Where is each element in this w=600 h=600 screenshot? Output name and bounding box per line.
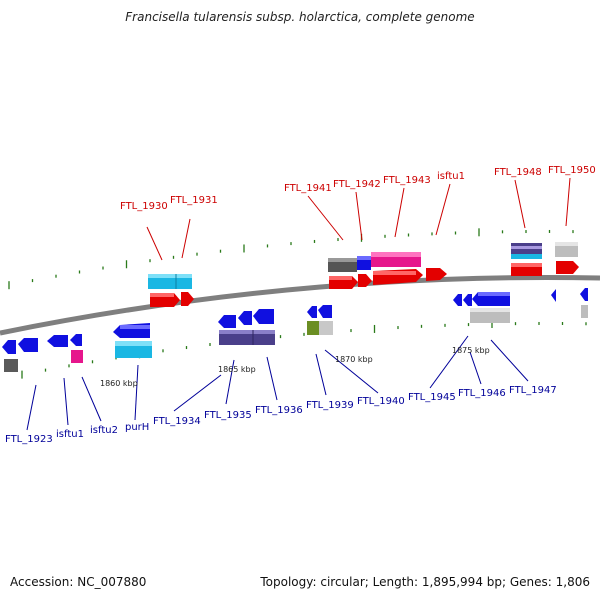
gene-label[interactable]: FTL_1930 xyxy=(120,201,168,212)
gene-arrow-ftl-1946[interactable] xyxy=(472,292,510,306)
gene-arrow-ftl-1943[interactable] xyxy=(373,269,423,285)
gene-arrow-isftu1-top[interactable] xyxy=(426,268,447,281)
gene-arrow-ftl-1923[interactable] xyxy=(2,338,38,354)
accession-text: Accession: NC_007880 xyxy=(10,575,147,589)
gene-label[interactable]: FTL_1940 xyxy=(357,396,405,407)
gene-arrow-ftl-1950[interactable] xyxy=(556,261,579,274)
gene-arrow-ftl-1930[interactable] xyxy=(150,293,180,307)
genome-backbone xyxy=(0,274,600,336)
gene-arrow-ftl-1934[interactable] xyxy=(218,315,236,328)
feature-box-magenta-1943[interactable] xyxy=(371,252,421,267)
gene-label[interactable]: FTL_1948 xyxy=(494,167,542,178)
gene-label[interactable]: FTL_1941 xyxy=(284,183,332,194)
feature-box-cyan-1930[interactable] xyxy=(148,274,192,289)
gene-label[interactable]: FTL_1934 xyxy=(153,416,201,427)
feature-box-gray-1941[interactable] xyxy=(328,258,357,272)
gene-label[interactable]: FTL_1931 xyxy=(170,195,218,206)
reverse-strand-features xyxy=(2,288,588,372)
forward-strand-features xyxy=(148,242,579,307)
feature-box-gray-1923[interactable] xyxy=(4,359,18,372)
gene-label[interactable]: FTL_1943 xyxy=(383,175,431,186)
gene-arrow-ftl-1931[interactable] xyxy=(181,292,194,306)
gene-arrow-ftl-1945[interactable] xyxy=(453,294,472,306)
scale-labels: 1860 kbp 1865 kbp 1870 kbp 1875 kbp xyxy=(100,346,490,388)
gene-label[interactable]: isftu2 xyxy=(90,425,118,436)
feature-box-magenta-isftu2[interactable] xyxy=(71,350,83,363)
gene-arrow-ftl-1948[interactable] xyxy=(511,263,542,276)
gene-label[interactable]: FTL_1935 xyxy=(204,410,252,421)
feature-box-purple-1934-1936[interactable] xyxy=(219,330,275,345)
feature-box-gray-1946[interactable] xyxy=(470,308,510,323)
gene-arrow-ftl-1947[interactable] xyxy=(551,288,588,302)
gene-label[interactable]: FTL_1923 xyxy=(5,434,53,445)
top-gene-labels: FTL_1930 FTL_1931 FTL_1941 FTL_1942 FTL_… xyxy=(120,165,596,212)
feature-box-cyan-purh[interactable] xyxy=(115,341,152,358)
gene-label[interactable]: FTL_1942 xyxy=(333,179,381,190)
gene-arrow-isftu1-bottom[interactable] xyxy=(47,334,82,347)
gene-label[interactable]: isftu1 xyxy=(56,429,84,440)
gene-arrow-ftl-1942[interactable] xyxy=(358,274,372,287)
map-title: Francisella tularensis subsp. holarctica… xyxy=(125,10,475,24)
gene-arrow-ftl-1939[interactable] xyxy=(307,305,332,318)
scale-label: 1865 kbp xyxy=(218,365,256,374)
scale-label: 1860 kbp xyxy=(100,379,138,388)
gene-label[interactable]: FTL_1946 xyxy=(458,388,506,399)
feature-box-blue-1942[interactable] xyxy=(357,256,371,270)
feature-box-gray-1950[interactable] xyxy=(555,242,578,257)
gene-arrow-purh[interactable] xyxy=(113,323,150,338)
feature-box-purple-1948[interactable] xyxy=(511,243,542,259)
feature-box-ftl-1939-1940[interactable] xyxy=(307,321,333,335)
scale-label: 1875 kbp xyxy=(452,346,490,355)
bottom-gene-labels: FTL_1923 isftu1 isftu2 purH FTL_1934 FTL… xyxy=(5,385,557,445)
gene-label[interactable]: purH xyxy=(125,422,149,433)
gene-label[interactable]: FTL_1936 xyxy=(255,405,303,416)
gene-arrow-ftl-1941[interactable] xyxy=(329,276,358,289)
feature-box-gray-1947[interactable] xyxy=(581,305,588,318)
scale-label: 1870 kbp xyxy=(335,355,373,364)
gene-label[interactable]: isftu1 xyxy=(437,171,465,182)
gene-arrow-ftl-1935[interactable] xyxy=(238,311,252,325)
gene-label[interactable]: FTL_1950 xyxy=(548,165,596,176)
gene-label[interactable]: FTL_1947 xyxy=(509,385,557,396)
label-leader-lines xyxy=(26,177,571,431)
gene-label[interactable]: FTL_1939 xyxy=(306,400,354,411)
gene-label[interactable]: FTL_1945 xyxy=(408,392,456,403)
gene-arrow-ftl-1936[interactable] xyxy=(253,309,274,324)
genome-summary-text: Topology: circular; Length: 1,895,994 bp… xyxy=(260,575,590,589)
